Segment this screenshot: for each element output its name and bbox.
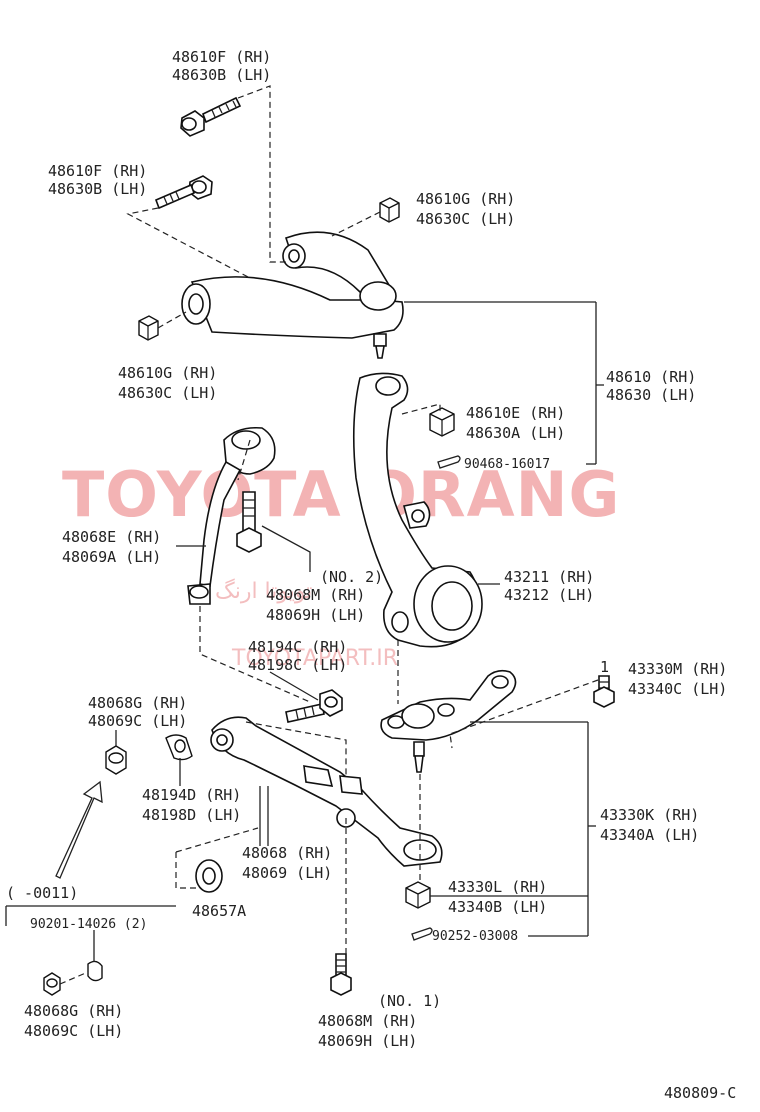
label-no2: (NO. 2)	[320, 568, 383, 586]
upper-nut-left	[138, 315, 159, 341]
label-ball-joint-lh: 43340A (LH)	[600, 826, 699, 844]
label-upper-bolt2-rh: 48610F (RH)	[48, 162, 147, 180]
label-upper-nut-left-lh: 48630C (LH)	[118, 384, 217, 402]
label-upper-nut-right-rh: 48610G (RH)	[416, 190, 515, 208]
bolt-no1	[330, 953, 352, 996]
label-washer-code: 90201-14026 (2)	[30, 917, 147, 932]
label-ball-nut2-lh: 43340B (LH)	[448, 898, 547, 916]
label-cam-rh: 48194D (RH)	[142, 786, 241, 804]
figure-id: 480809-C	[664, 1084, 736, 1102]
label-bolt-no1-rh: 48068M (RH)	[318, 1012, 417, 1030]
label-bolt-no1-lh: 48069H (LH)	[318, 1032, 417, 1050]
label-bolt-no2-lh: 48069H (LH)	[266, 606, 365, 624]
label-no1: (NO. 1)	[378, 992, 441, 1010]
label-nut2-rh: 48068G (RH)	[24, 1002, 123, 1020]
label-lower-arm-rh: 48068 (RH)	[242, 844, 332, 862]
label-lower-arm-lh: 48069 (LH)	[242, 864, 332, 882]
label-ball-nut-lh: 48630A (LH)	[466, 424, 565, 442]
label-nut2-lh: 48069C (LH)	[24, 1022, 123, 1040]
nut-48068g	[105, 745, 127, 775]
arrow-indicator	[55, 780, 103, 879]
upper-bolt-second	[154, 175, 213, 210]
label-knuckle-lh: 43212 (LH)	[504, 586, 594, 604]
label-ball-joint-rh: 43330K (RH)	[600, 806, 699, 824]
label-strut-bar-lh: 48069A (LH)	[62, 548, 161, 566]
label-ball-bolt-rh: 43330M (RH)	[628, 660, 727, 678]
leader-lines	[5, 85, 604, 985]
label-upper-arm-lh: 48630 (LH)	[606, 386, 696, 404]
ball-joint-nut-lower	[405, 881, 431, 909]
label-upper-arm-rh: 48610 (RH)	[606, 368, 696, 386]
label-upper-nut-right-lh: 48630C (LH)	[416, 210, 515, 228]
label-small-one: 1	[600, 658, 609, 676]
upper-bolt-top	[180, 96, 242, 137]
label-knuckle-rh: 43211 (RH)	[504, 568, 594, 586]
label-bushing-nut: 48657A	[192, 902, 246, 920]
watermark: TOYOTA ORANG تویوتا ارنگ TOYOTAPART.IR	[62, 458, 620, 671]
bolt-no2	[236, 491, 262, 553]
label-upper-nut-left-rh: 48610G (RH)	[118, 364, 217, 382]
lower-ball-joint	[380, 669, 517, 773]
label-ball-nut-rh: 48610E (RH)	[466, 404, 565, 422]
watermark-url-text: TOYOTAPART.IR	[231, 646, 398, 671]
label-nut-48068g-rh: 48068G (RH)	[88, 694, 187, 712]
label-upper-bolt-lh: 48630B (LH)	[172, 66, 271, 84]
ball-joint-bolt	[593, 675, 615, 708]
label-cam-lh: 48198D (LH)	[142, 806, 241, 824]
adjusting-cam	[165, 734, 193, 761]
ball-joint-nut-upper	[429, 407, 455, 437]
steering-knuckle	[352, 372, 483, 648]
bushing-nut	[195, 859, 223, 893]
part-labels: 48610F (RH) 48630B (LH) 48610F (RH) 4863…	[6, 48, 736, 1102]
cotter-pin-upper	[437, 455, 461, 469]
label-upper-bolt-rh: 48610F (RH)	[172, 48, 271, 66]
label-48198c-lh: 48198C (LH)	[248, 656, 347, 674]
label-cotter-pin-1: 90468-16017	[464, 457, 550, 472]
label-ball-bolt-lh: 43340C (LH)	[628, 680, 727, 698]
lower-control-arm	[210, 716, 443, 867]
label-nut-48069c-lh: 48069C (LH)	[88, 712, 187, 730]
nut-bottom	[43, 972, 61, 996]
upper-control-arm	[181, 231, 404, 359]
label-bolt-no2-rh: 48068M (RH)	[266, 586, 365, 604]
label-cotter-pin-2: 90252-03008	[432, 929, 518, 944]
label-48194c-rh: 48194C (RH)	[248, 638, 347, 656]
strut-bar	[187, 426, 276, 605]
lower-arm-bolt	[285, 689, 343, 723]
upper-nut-right	[379, 197, 400, 223]
label-strut-bar-rh: 48068E (RH)	[62, 528, 161, 546]
label-ball-nut2-rh: 43330L (RH)	[448, 878, 547, 896]
watermark-main-text: TOYOTA ORANG	[62, 458, 620, 531]
cotter-pin-lower	[411, 927, 433, 941]
watermark-arabic-text: تویوتا ارنگ	[215, 578, 312, 604]
label-upper-bolt2-lh: 48630B (LH)	[48, 180, 147, 198]
label-range: ( -0011)	[6, 884, 78, 902]
washer-bottom	[87, 960, 103, 982]
